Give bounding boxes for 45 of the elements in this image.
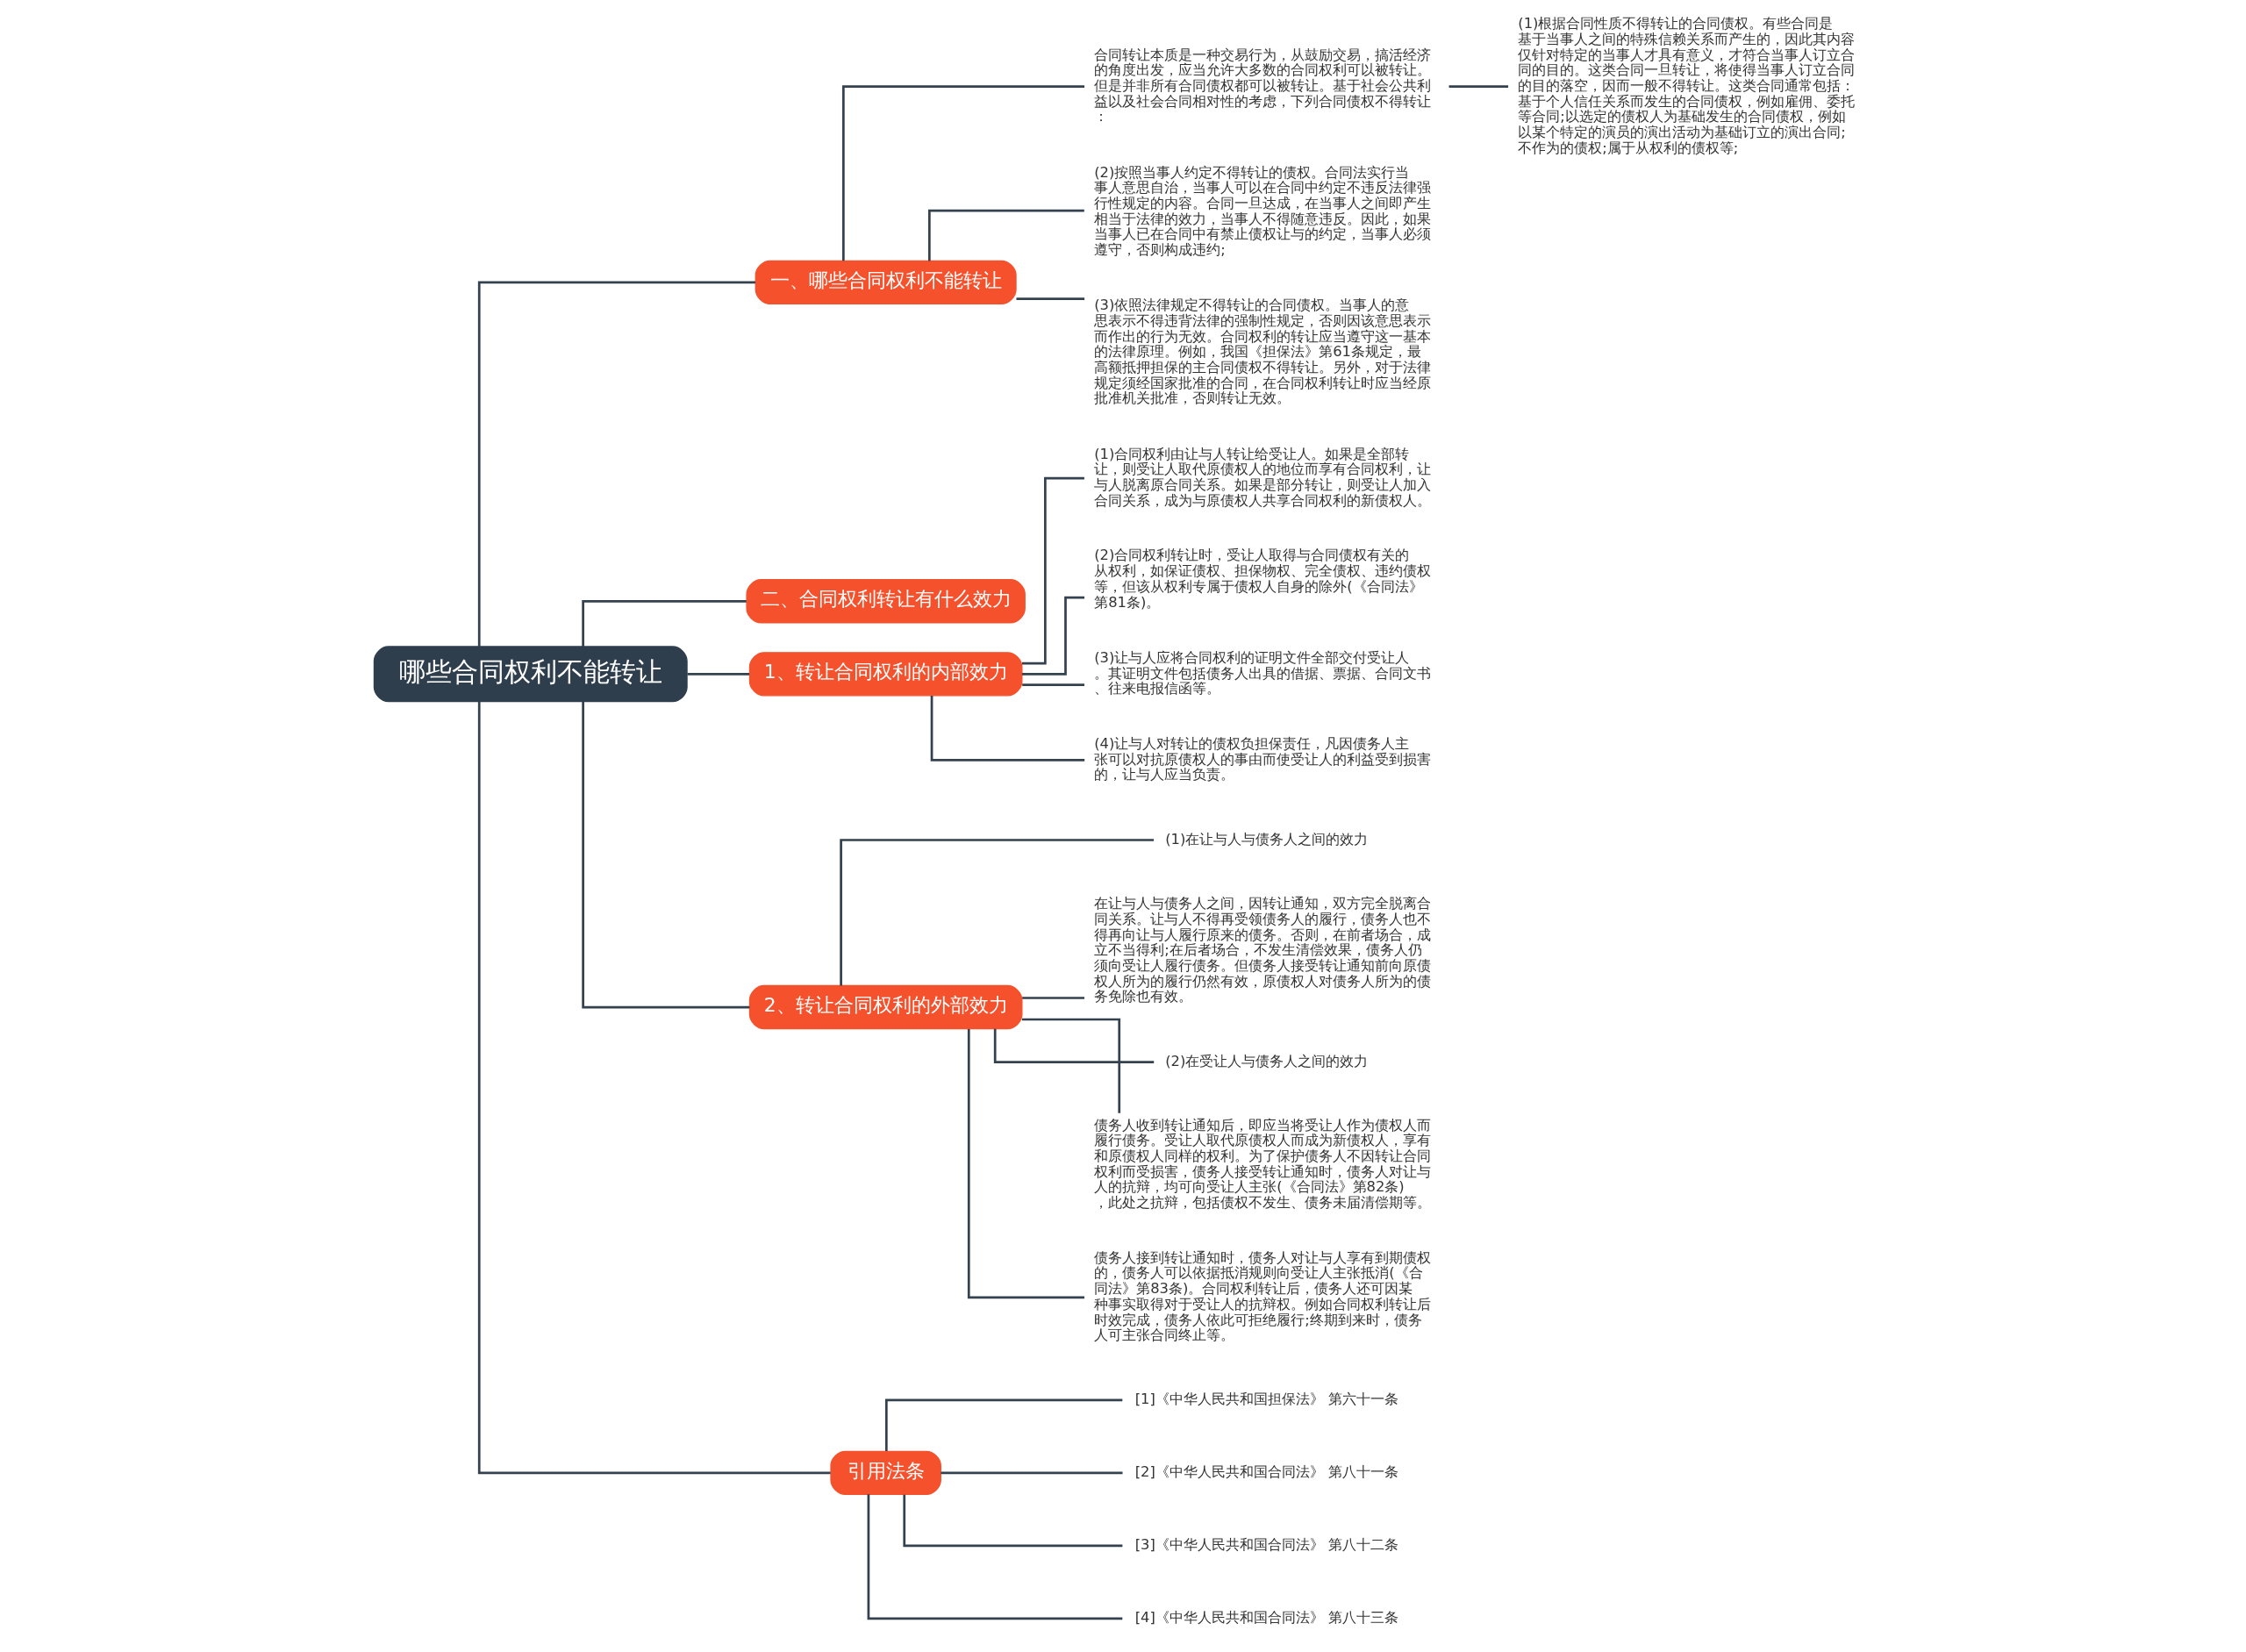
node-text: (1)合同权利由让与人转让给受让人。如果是全部转让，则受让人取代原债权人的地位而享有合同权利，让与人脱离原合同关系。如果是部分转让，则受让人加入合同关系，成为与原债权人共享合同权利的新债权人。	[1093, 445, 1431, 509]
connector	[1021, 997, 1084, 999]
node-text: 合同转让本质是一种交易行为，从鼓励交易，搞活经济的角度出发，应当允许大多数的合同权利可以被转让。但是并非所有合同债权都可以被转让。基于社会公共利益以及社会合同相对性的考虑，下列合同债权不得转让：	[1093, 46, 1431, 125]
connector	[967, 1028, 1084, 1299]
node-box: 引用法条	[829, 1450, 941, 1496]
node-text: [3]《中华人民共和国合同法》 第八十二条	[1134, 1536, 1398, 1554]
connector	[687, 672, 749, 676]
node-text: (3)让与人应将合同权利的证明文件全部交付受让人。其证明文件包括债务人出具的借据、票据、合同文书、往来电报信函等。	[1093, 648, 1431, 697]
node-text: [2]《中华人民共和国合同法》 第八十一条	[1134, 1463, 1398, 1481]
node-text: (3)依照法律规定不得转让的合同债权。当事人的意思表示不得违背法律的强制性规定，否则因该意思表示而作出的行为无效。合同权利的转让应当遵守这一基本的法律原理。例如，我国《担保法》第61条规定，最高额抵押担保的主合同债权不得转让。另外，对于法律规定须经国家批准的合同，在合同权利转让时应当经原批准机关批准，否则转让无效。	[1093, 297, 1431, 407]
node-box: 2、转让合同权利的外部效力	[748, 984, 1022, 1030]
node-text: (2)合同权利转让时，受让人取得与合同债权有关的从权利，如保证债权、担保物权、完全债权、违约债权等，但该从权利专属于债权人自身的除外(《合同法》第81条)。	[1093, 547, 1431, 611]
node-text: (1)在让与人与债务人之间的效力	[1164, 830, 1368, 847]
connector	[1021, 1018, 1120, 1113]
connector	[1015, 297, 1084, 300]
connector	[477, 281, 755, 647]
node-box: 一、哪些合同权利不能转让	[755, 260, 1017, 305]
connector	[1021, 683, 1084, 686]
node-box: 二、合同权利转让有什么效力	[745, 579, 1026, 624]
node-text: [4]《中华人民共和国合同法》 第八十三条	[1134, 1609, 1398, 1627]
node-text: (1)根据合同性质不得转让的合同债权。有些合同是基于当事人之间的特殊信赖关系而产生的，因此其内容仅针对特定的当事人才具有意义，才符合当事人订立合同的目的。这类合同一旦转让，将使得当事人订立合同的目的落空，因而一般不得转让。这类合同通常包括：基于个人信任关系而发生的合同债权，例如雇佣、委托等合同;以选定的债权人为基础发生的合同债权，例如以某个特定的演员的演出活动为基础订立的演出合同;不作为的债权;属于从权利的债权等;	[1517, 15, 1855, 156]
connector	[477, 701, 831, 1475]
connector	[940, 1471, 1122, 1475]
connector	[581, 702, 749, 1009]
connector	[839, 839, 1154, 986]
connector	[867, 1494, 1122, 1620]
node-text: 债务人接到转让通知时，债务人对让与人享有到期债权的，债务人可以依据抵消规则向受让人主张抵消(《合同法》第83条)。合同权利转让后，债务人还可因某种事实取得对于受让人的抗辩权。例如合同权利转让后时效完成，债务人依此可拒绝履行;终期到来时，债务人可主张合同终止等。	[1093, 1248, 1431, 1344]
connector	[884, 1398, 1122, 1451]
node-text: (4)让与人对转让的债权负担保责任，凡因债务人主张可以对抗原债权人的事由而使受让人的利益受到损害的，让与人应当负责。	[1093, 734, 1431, 783]
connector	[581, 599, 747, 647]
connector	[930, 696, 1084, 762]
node-box: 哪些合同权利不能转让	[373, 646, 688, 703]
node-text: (2)在受让人与债务人之间的效力	[1164, 1052, 1368, 1069]
node-text: [1]《中华人民共和国担保法》 第六十一条	[1134, 1391, 1398, 1408]
node-box: 1、转让合同权利的内部效力	[748, 652, 1022, 697]
node-text: 债务人收到转让通知后，即应当将受让人作为债权人而履行债务。受让人取代原债权人而成为新债权人，享有和原债权人同样的权利。为了保护债务人不因转让合同权利而受损害，债务人接受转让通知时，债务人对让与人的抗辩，均可向受让人主张(《合同法》第82条)，此处之抗辩，包括债权不发生、债务未届清偿期等。	[1093, 1116, 1431, 1212]
connector	[902, 1494, 1122, 1548]
connector	[927, 209, 1084, 261]
node-text: (2)按照当事人约定不得转让的债权。合同法实行当事人意思自治，当事人可以在合同中约定不违反法律强行性规定的内容。合同一旦达成，在当事人之间即产生相当于法律的效力，当事人不得随意违反。因此，如果当事人已在合同中有禁止债权让与的约定，当事人必须遵守，否则构成违约;	[1093, 163, 1431, 259]
connector	[993, 1028, 1154, 1063]
connector	[841, 85, 1084, 261]
connector	[1448, 85, 1508, 89]
node-text: 在让与人与债务人之间，因转让通知，双方完全脱离合同关系。让与人不得再受领债务人的履行，债务人也不得再向让与人履行原来的债务。否则，在前者场合，成立不当得利;在后者场合，不发生清偿效果，债务人仍须向受让人履行债务。但债务人接受转让通知前向原债权人所为的履行仍然有效，原债权人对债务人所为的债务免除也有效。	[1093, 895, 1431, 1005]
connector	[1021, 476, 1084, 665]
connector	[1021, 596, 1084, 676]
